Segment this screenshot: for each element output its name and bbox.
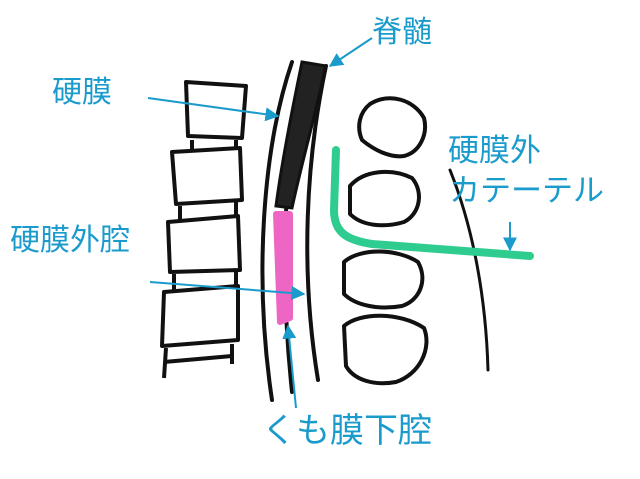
vertebral-body [184, 80, 248, 140]
skin-line [448, 168, 490, 372]
arrow-subarachnoid [282, 324, 297, 409]
spinous-process [342, 249, 425, 310]
label-dura: 硬膜 [52, 75, 112, 110]
arrow-epidural [149, 281, 306, 300]
vertebral-body [170, 146, 244, 206]
arrow-spinal-cord [328, 37, 373, 67]
posterior-line [305, 64, 328, 382]
vertebral-body [160, 284, 240, 348]
label-catheter-line1: 硬膜外 [448, 133, 541, 169]
epidural-space-highlight [273, 211, 293, 325]
vertebral-bodies [160, 80, 248, 379]
spinous-process [357, 96, 427, 159]
label-subarachnoid-space: くも膜下腔 [262, 411, 432, 451]
spinous-processes [342, 96, 429, 386]
label-spinal-cord: 脊髄 [372, 15, 432, 50]
epidural-catheter [330, 146, 534, 260]
label-arrows [147, 37, 517, 409]
spinous-process [342, 313, 429, 386]
spinous-process [348, 169, 421, 228]
label-catheter-line2: カテーテル [449, 173, 604, 209]
vertebral-body [166, 214, 242, 274]
arrow-dura [147, 97, 280, 122]
label-epidural-space: 硬膜外腔 [10, 223, 130, 258]
